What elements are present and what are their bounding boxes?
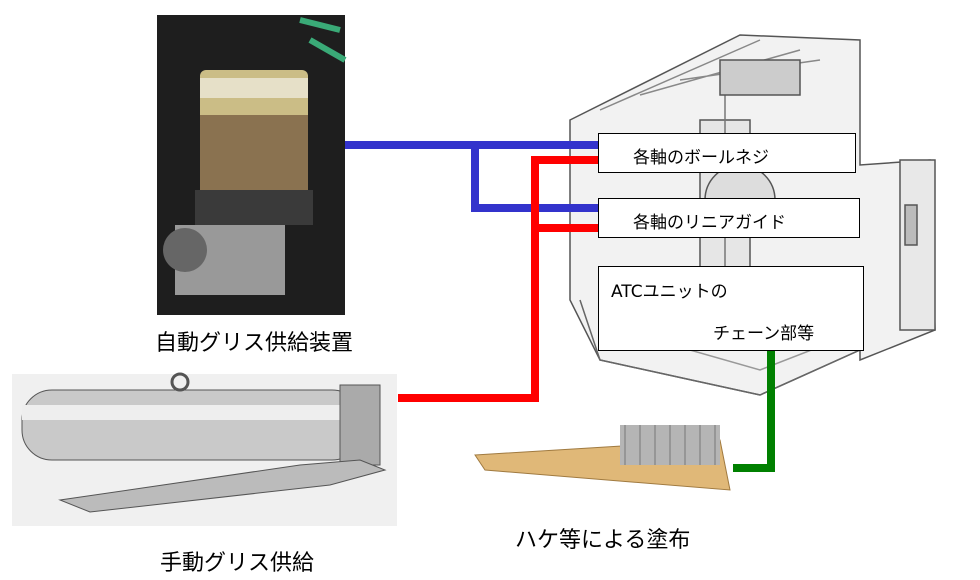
atc-label-line1: ATCユニットの [611,277,728,302]
ball-screw-label: 各軸のボールネジ [633,148,769,168]
atc-unit-box: ATCユニットの チェーン部等 [598,266,864,351]
auto-grease-line [345,145,598,208]
brush-caption: ハケ等による塗布 [515,522,690,554]
ball-screw-box: 各軸のボールネジ [598,133,856,173]
atc-label-line2: チェーン部等 [713,319,814,344]
grease-gun-image [12,374,397,526]
manual-grease-line [398,160,598,398]
manual-grease-caption: 手動グリス供給 [160,545,314,577]
auto-grease-device-image [157,15,345,315]
auto-grease-caption: 自動グリス供給装置 [155,325,353,357]
brush-image [475,425,730,490]
linear-guide-box: 各軸のリニアガイド [598,198,860,238]
linear-guide-label: 各軸のリニアガイド [633,213,786,233]
